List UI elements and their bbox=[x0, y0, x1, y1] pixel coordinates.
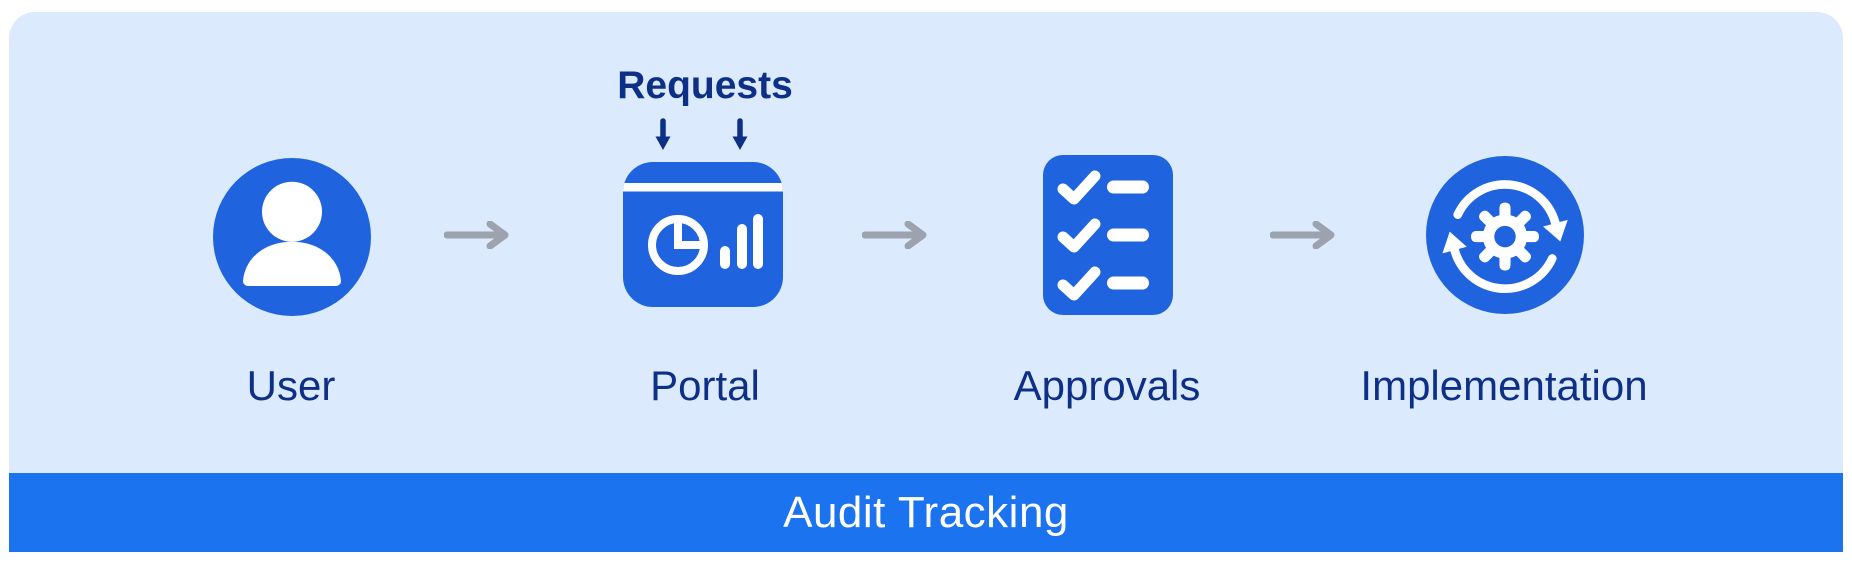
step-label-user: User bbox=[246, 362, 336, 409]
step-label-implementation: Implementation bbox=[1360, 362, 1648, 409]
audit-tracking-bar: Audit Tracking bbox=[9, 473, 1843, 552]
requests-down-arrow-icon bbox=[730, 118, 750, 152]
flow-arrow-icon bbox=[1270, 221, 1344, 249]
portal-dashboard-icon bbox=[623, 162, 783, 307]
requests-annotation: Requests bbox=[617, 64, 793, 107]
requests-down-arrow-icon bbox=[653, 118, 673, 152]
flow-arrow-icon bbox=[862, 221, 936, 249]
flow-arrow-icon bbox=[444, 221, 518, 249]
user-icon bbox=[213, 158, 371, 316]
step-label-portal: Portal bbox=[650, 362, 760, 409]
implementation-sync-gear-icon bbox=[1426, 156, 1584, 314]
approvals-checklist-icon bbox=[1043, 155, 1173, 315]
audit-tracking-label: Audit Tracking bbox=[783, 487, 1069, 537]
flow-card: Requests User bbox=[9, 12, 1843, 473]
step-label-approvals: Approvals bbox=[1013, 362, 1201, 409]
